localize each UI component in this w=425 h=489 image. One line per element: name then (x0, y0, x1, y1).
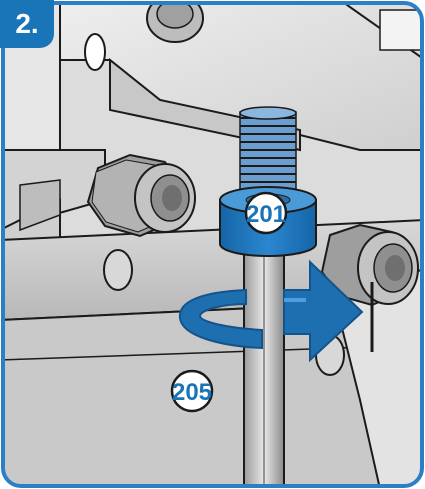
allen-key (243, 229, 285, 486)
callout-201: 201 (244, 191, 288, 235)
step-number-badge: 2. (0, 0, 54, 48)
threaded-bolt (239, 106, 297, 191)
callout-205-label: 205 (172, 379, 212, 406)
callout-205: 205 (170, 369, 214, 413)
clockwise-rotation-arrow-icon (178, 259, 364, 363)
left-hex-nut (86, 153, 196, 291)
callout-201-label: 201 (246, 201, 286, 228)
right-hex-nut (315, 223, 419, 376)
